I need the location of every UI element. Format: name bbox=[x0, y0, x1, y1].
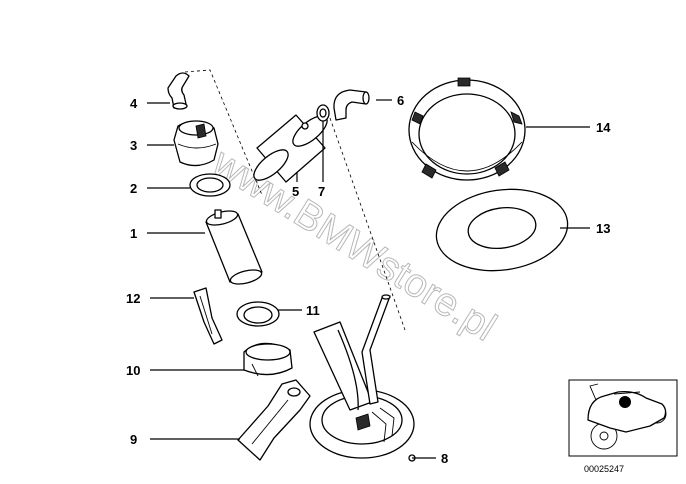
callout-10: 10 bbox=[126, 363, 140, 378]
part-12-clip[interactable] bbox=[193, 287, 223, 345]
part-4-elbow-hose[interactable] bbox=[167, 72, 190, 110]
callout-8: 8 bbox=[441, 451, 448, 466]
part-10-holder-bracket[interactable] bbox=[243, 342, 293, 377]
part-6-bent-hose[interactable] bbox=[333, 89, 370, 121]
part-9-strainer[interactable] bbox=[237, 379, 311, 461]
assembly-line-left bbox=[184, 69, 263, 196]
callout-14: 14 bbox=[596, 120, 611, 135]
callout-3: 3 bbox=[130, 138, 137, 153]
part-5-fuel-filter[interactable] bbox=[249, 111, 332, 186]
part-1-fuel-pump[interactable] bbox=[205, 208, 263, 286]
leader-lines bbox=[147, 99, 590, 459]
part-2-sealing-ring[interactable] bbox=[189, 173, 231, 197]
callout-7: 7 bbox=[318, 184, 325, 199]
callout-2: 2 bbox=[130, 181, 137, 196]
part-7-small-ring[interactable] bbox=[316, 104, 330, 122]
part-3-clamp-holder[interactable] bbox=[173, 120, 219, 167]
motorcycle-thumbnail: 00025247 bbox=[568, 379, 678, 474]
part-14-ring-nut[interactable] bbox=[408, 77, 526, 181]
callout-6: 6 bbox=[397, 93, 404, 108]
reference-number: 00025247 bbox=[584, 464, 624, 474]
part-8-pump-housing[interactable] bbox=[309, 294, 416, 462]
assembly-line-right bbox=[329, 117, 406, 331]
part-13-gasket[interactable] bbox=[431, 181, 573, 279]
callout-11: 11 bbox=[306, 303, 320, 318]
callout-9: 9 bbox=[130, 432, 137, 447]
callout-13: 13 bbox=[596, 221, 610, 236]
callout-5: 5 bbox=[292, 184, 299, 199]
callout-12: 12 bbox=[126, 291, 140, 306]
callout-1: 1 bbox=[130, 226, 137, 241]
part-11-rubber-ring[interactable] bbox=[236, 301, 280, 327]
tank-marker bbox=[619, 396, 631, 408]
callout-4: 4 bbox=[130, 96, 138, 111]
